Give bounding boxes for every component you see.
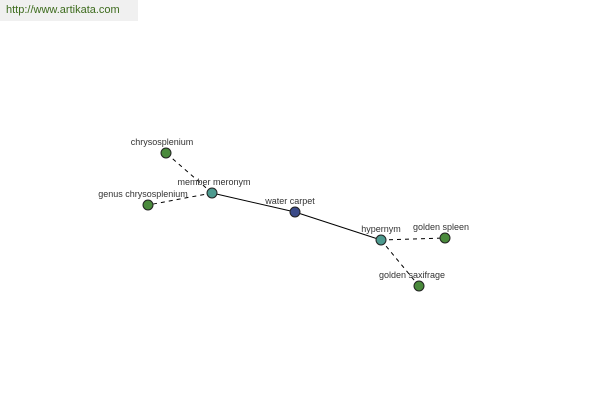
url-banner: http://www.artikata.com	[0, 0, 138, 21]
edge-member-meronym-chrysosplenium	[165, 152, 213, 194]
node-golden-spleen[interactable]	[439, 232, 451, 244]
label-water-carpet[interactable]: water carpet	[264, 196, 315, 206]
edge-hypernym-golden-spleen	[380, 237, 446, 241]
node-member-meronym[interactable]	[206, 187, 218, 199]
node-water-carpet[interactable]	[289, 206, 301, 218]
node-hypernym[interactable]	[375, 234, 387, 246]
label-genus-chrysosplenium[interactable]: genus chrysosplenium	[98, 189, 188, 199]
edge-center-hypernym	[294, 211, 382, 241]
edge-member-meronym-genus-chrysosplenium	[147, 192, 213, 206]
site-url-link[interactable]: http://www.artikata.com	[6, 4, 120, 16]
label-hypernym[interactable]: hypernym	[361, 224, 401, 234]
label-golden-spleen[interactable]: golden spleen	[413, 222, 469, 232]
node-chrysosplenium[interactable]	[160, 147, 172, 159]
node-golden-saxifrage[interactable]	[413, 280, 425, 292]
edge-hypernym-golden-saxifrage	[380, 239, 420, 287]
node-genus-chrysosplenium[interactable]	[142, 199, 154, 211]
label-member-meronym[interactable]: member meronym	[177, 177, 250, 187]
label-golden-saxifrage[interactable]: golden saxifrage	[379, 270, 445, 280]
label-chrysosplenium[interactable]: chrysosplenium	[131, 137, 194, 147]
edge-center-member-meronym	[211, 192, 296, 213]
